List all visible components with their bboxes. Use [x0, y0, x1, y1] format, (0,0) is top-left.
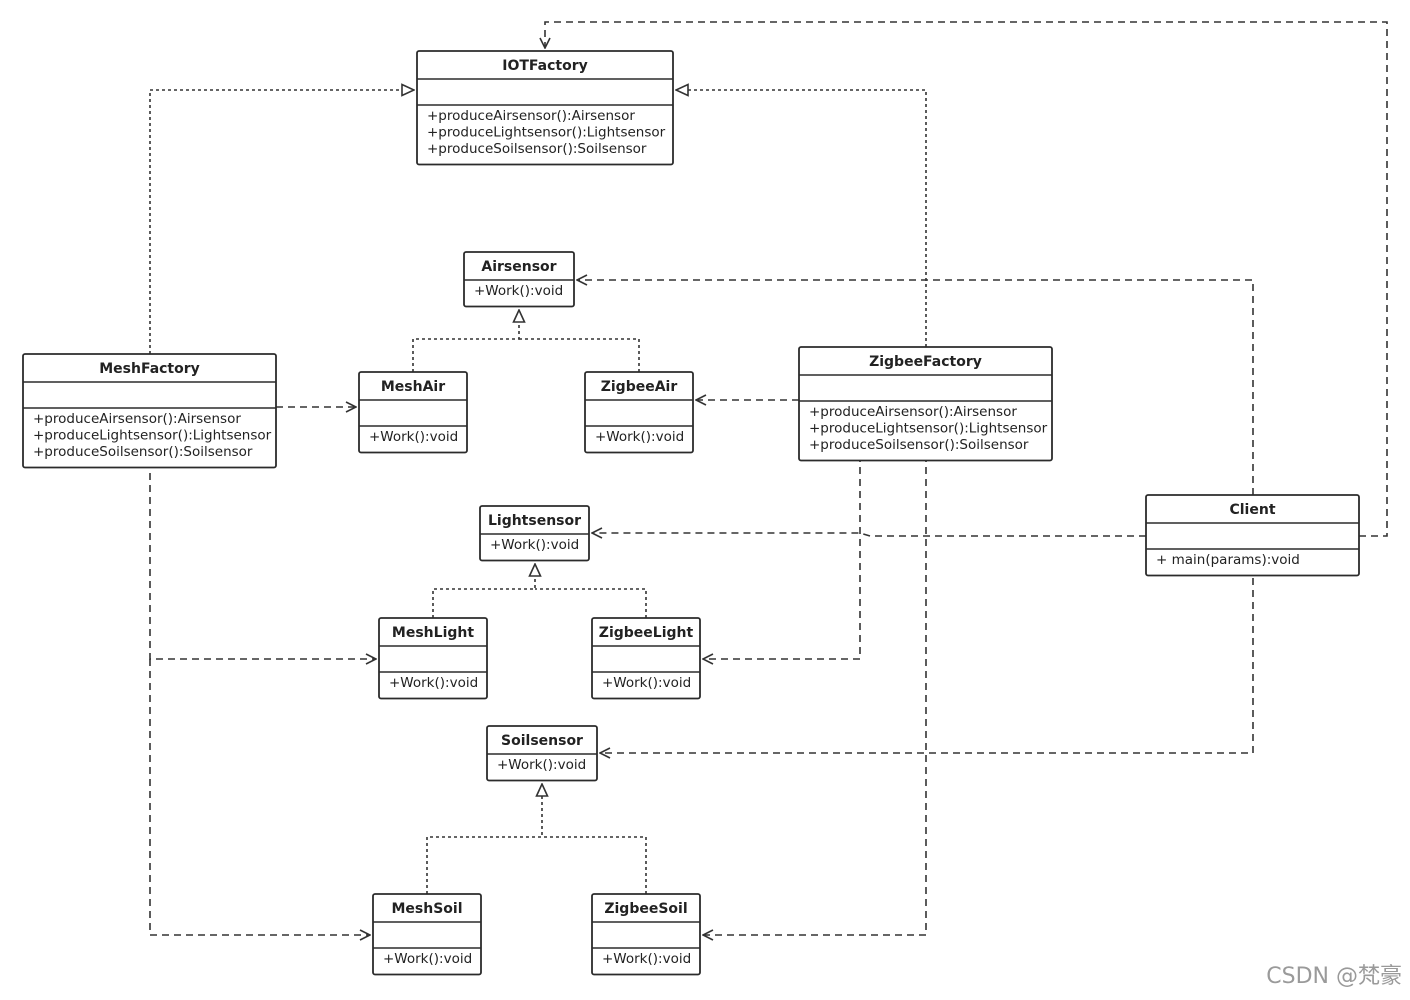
class-name: ZigbeeLight: [599, 625, 694, 641]
class-airsensor: Airsensor +Work():void: [463, 251, 575, 308]
realization-edge-meshsoil-to-soilsensor: [426, 784, 542, 894]
class-method: +Work():void: [595, 429, 684, 445]
class-method: +produceAirsensor():Airsensor: [33, 411, 241, 427]
class-method: +produceSoilsensor():Soilsensor: [809, 437, 1029, 453]
class-method: +produceSoilsensor():Soilsensor: [33, 444, 253, 460]
class-lightsensor: Lightsensor +Work():void: [479, 505, 590, 562]
class-soilsensor: Soilsensor +Work():void: [486, 725, 598, 782]
dependency-edge-zigbeefactory-to-zigbeesoil: [703, 455, 927, 935]
class-method: +produceAirsensor():Airsensor: [427, 108, 635, 124]
class-name: IOTFactory: [502, 58, 588, 74]
class-method: +produceLightsensor():Lightsensor: [809, 421, 1048, 437]
class-name: ZigbeeAir: [601, 379, 678, 395]
realization-edge-zigbeeair-to-airsensor: [519, 338, 640, 372]
class-method: +produceLightsensor():Lightsensor: [427, 125, 666, 141]
realization-edge-meshlight-to-lightsensor: [432, 564, 535, 618]
class-method: +Work():void: [474, 283, 563, 299]
class-method: +Work():void: [602, 951, 691, 967]
relations-layer: [149, 21, 1388, 935]
dependency-edge-zigbeefactory-to-zigbeelight: [703, 455, 861, 659]
class-zigbeesoil: ZigbeeSoil +Work():void: [591, 893, 701, 976]
classes-layer: IOTFactory+produceAirsensor():Airsensor+…: [22, 50, 1360, 976]
class-method: +produceAirsensor():Airsensor: [809, 404, 1017, 420]
class-name: MeshLight: [392, 625, 474, 641]
class-meshair: MeshAir +Work():void: [358, 371, 468, 454]
class-name: Airsensor: [481, 259, 556, 275]
class-box: [378, 617, 488, 700]
class-iotfactory: IOTFactory+produceAirsensor():Airsensor+…: [416, 50, 674, 166]
class-name: Lightsensor: [488, 513, 581, 529]
class-meshsoil: MeshSoil +Work():void: [372, 893, 482, 976]
class-method: +Work():void: [602, 675, 691, 691]
dependency-edge-client-to-iotfactory: [545, 21, 1388, 537]
realization-edge-meshair-to-airsensor: [412, 310, 519, 372]
class-meshlight: MeshLight +Work():void: [378, 617, 488, 700]
class-method: +produceLightsensor():Lightsensor: [33, 428, 272, 444]
realization-edge-zigbeefactory-to-iotfactory: [676, 90, 927, 347]
dependency-edge-client-to-lightsensor: [592, 533, 1146, 536]
dependency-edge-client-to-airsensor: [577, 280, 1254, 495]
class-zigbeeair: ZigbeeAir +Work():void: [584, 371, 694, 454]
realization-edge-meshfactory-to-iotfactory: [149, 90, 414, 354]
class-name: Soilsensor: [501, 733, 583, 749]
class-box: [591, 893, 701, 976]
watermark: CSDN @梵豪: [1266, 964, 1402, 989]
class-box: [358, 371, 468, 454]
class-method: +Work():void: [383, 951, 472, 967]
class-meshfactory: MeshFactory +produceAirsensor():Airsensor…: [22, 353, 277, 469]
realization-edge-zigbeelight-to-lightsensor: [535, 588, 647, 618]
class-box: [479, 505, 590, 562]
class-name: ZigbeeSoil: [604, 901, 687, 917]
dependency-edge-meshfactory-to-meshlight: [149, 461, 376, 659]
class-method: +Work():void: [389, 675, 478, 691]
class-name: MeshAir: [381, 379, 445, 395]
class-box: [372, 893, 482, 976]
class-box: [486, 725, 598, 782]
class-zigbeelight: ZigbeeLight +Work():void: [591, 617, 701, 700]
realization-edge-zigbeesoil-to-soilsensor: [542, 836, 647, 894]
dependency-edge-meshfactory-to-meshsoil: [149, 659, 370, 935]
class-box: [1145, 494, 1360, 577]
class-method: +Work():void: [490, 537, 579, 553]
class-method: +Work():void: [369, 429, 458, 445]
class-box: [584, 371, 694, 454]
class-client: Client + main(params):void: [1145, 494, 1360, 577]
class-name: MeshFactory: [99, 361, 200, 377]
class-box: [591, 617, 701, 700]
class-box: [463, 251, 575, 308]
class-name: ZigbeeFactory: [869, 354, 982, 370]
class-name: Client: [1229, 502, 1275, 518]
class-method: +produceSoilsensor():Soilsensor: [427, 141, 647, 157]
class-zigbeefactory: ZigbeeFactory +produceAirsensor():Airsens…: [798, 346, 1053, 462]
class-method: +Work():void: [497, 757, 586, 773]
class-name: MeshSoil: [391, 901, 462, 917]
dependency-edge-client-to-soilsensor: [600, 578, 1254, 753]
class-method: + main(params):void: [1156, 552, 1300, 568]
